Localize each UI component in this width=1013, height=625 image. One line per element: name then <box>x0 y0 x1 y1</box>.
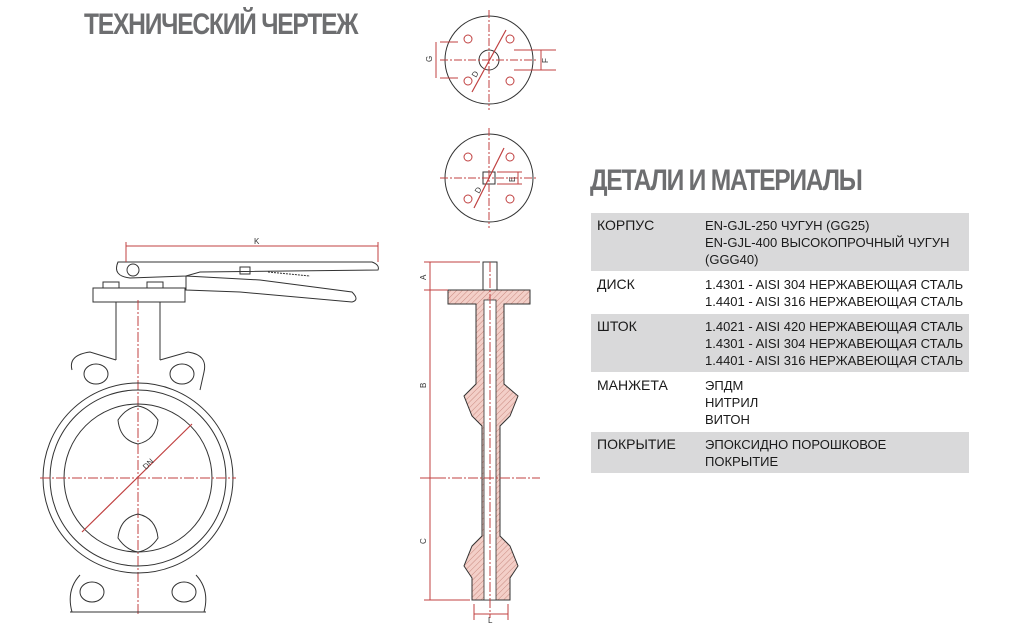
part-name: КОРПУС <box>591 213 699 272</box>
dim-e-label: E <box>508 177 517 182</box>
material-line: 1.4021 - AISI 420 НЕРЖАВЕЮЩАЯ СТАЛЬ <box>705 319 964 334</box>
material-line: 1.4301 - AISI 304 НЕРЖАВЕЮЩАЯ СТАЛЬ <box>705 336 964 351</box>
valve-side-section <box>420 261 540 620</box>
materials-row: ШТОК 1.4021 - AISI 420 НЕРЖАВЕЮЩАЯ СТАЛЬ… <box>591 313 969 373</box>
valve-technical-drawing: G D F D E <box>40 10 556 625</box>
materials-row: ДИСК 1.4301 - AISI 304 НЕРЖАВЕЮЩАЯ СТАЛЬ… <box>591 271 969 314</box>
valve-front-view <box>40 242 379 616</box>
dim-g-label: G <box>425 56 434 62</box>
dim-d-bottom-label: D <box>473 185 484 195</box>
dim-k-label: K <box>254 237 260 246</box>
material-line: НИТРИЛ <box>705 395 759 410</box>
part-materials: EN-GJL-250 ЧУГУН (GG25) EN-GJL-400 ВЫСОК… <box>699 213 969 272</box>
material-line: 1.4401 - AISI 316 НЕРЖАВЕЮЩАЯ СТАЛЬ <box>705 294 964 309</box>
dim-l-label: L <box>488 616 493 625</box>
material-line: (GGG40) <box>705 252 759 267</box>
top-flange-view <box>435 10 556 110</box>
material-line: ВИТОН <box>705 412 750 427</box>
part-materials: 1.4021 - AISI 420 НЕРЖАВЕЮЩАЯ СТАЛЬ 1.43… <box>699 313 969 373</box>
part-materials: 1.4301 - AISI 304 НЕРЖАВЕЮЩАЯ СТАЛЬ 1.44… <box>699 271 969 314</box>
part-materials: ЭПДМ НИТРИЛ ВИТОН <box>699 372 969 432</box>
part-name: ПОКРЫТИЕ <box>591 431 699 474</box>
part-name: ДИСК <box>591 271 699 314</box>
technical-drawing-heading: ТЕХНИЧЕСКИЙ ЧЕРТЕЖ <box>84 8 358 41</box>
materials-heading: ДЕТАЛИ И МАТЕРИАЛЫ <box>590 164 863 197</box>
material-line: EN-GJL-400 ВЫСОКОПРОЧНЫЙ ЧУГУН <box>705 235 950 250</box>
material-line: EN-GJL-250 ЧУГУН (GG25) <box>705 218 870 233</box>
materials-row: ПОКРЫТИЕ ЭПОКСИДНО ПОРОШКОВОЕ ПОКРЫТИЕ <box>591 431 969 474</box>
dim-d-top-label: D <box>470 69 481 79</box>
materials-table: КОРПУС EN-GJL-250 ЧУГУН (GG25) EN-GJL-40… <box>591 213 969 474</box>
material-line: ЭПОКСИДНО ПОРОШКОВОЕ <box>705 437 887 452</box>
dim-c-label: C <box>419 538 428 544</box>
material-line: 1.4301 - AISI 304 НЕРЖАВЕЮЩАЯ СТАЛЬ <box>705 277 964 292</box>
dim-f-label: F <box>541 58 550 63</box>
materials-row: МАНЖЕТА ЭПДМ НИТРИЛ ВИТОН <box>591 372 969 432</box>
materials-row: КОРПУС EN-GJL-250 ЧУГУН (GG25) EN-GJL-40… <box>591 213 969 272</box>
bottom-flange-view <box>440 128 538 228</box>
dim-b-label: B <box>419 383 428 388</box>
material-line: ЭПДМ <box>705 378 744 393</box>
material-line: ПОКРЫТИЕ <box>705 454 779 469</box>
part-name: ШТОК <box>591 313 699 373</box>
material-line: 1.4401 - AISI 316 НЕРЖАВЕЮЩАЯ СТАЛЬ <box>705 353 964 368</box>
part-materials: ЭПОКСИДНО ПОРОШКОВОЕ ПОКРЫТИЕ <box>699 431 969 474</box>
dim-dn-label: DN <box>141 457 156 472</box>
dim-a-label: A <box>419 274 428 280</box>
part-name: МАНЖЕТА <box>591 372 699 432</box>
